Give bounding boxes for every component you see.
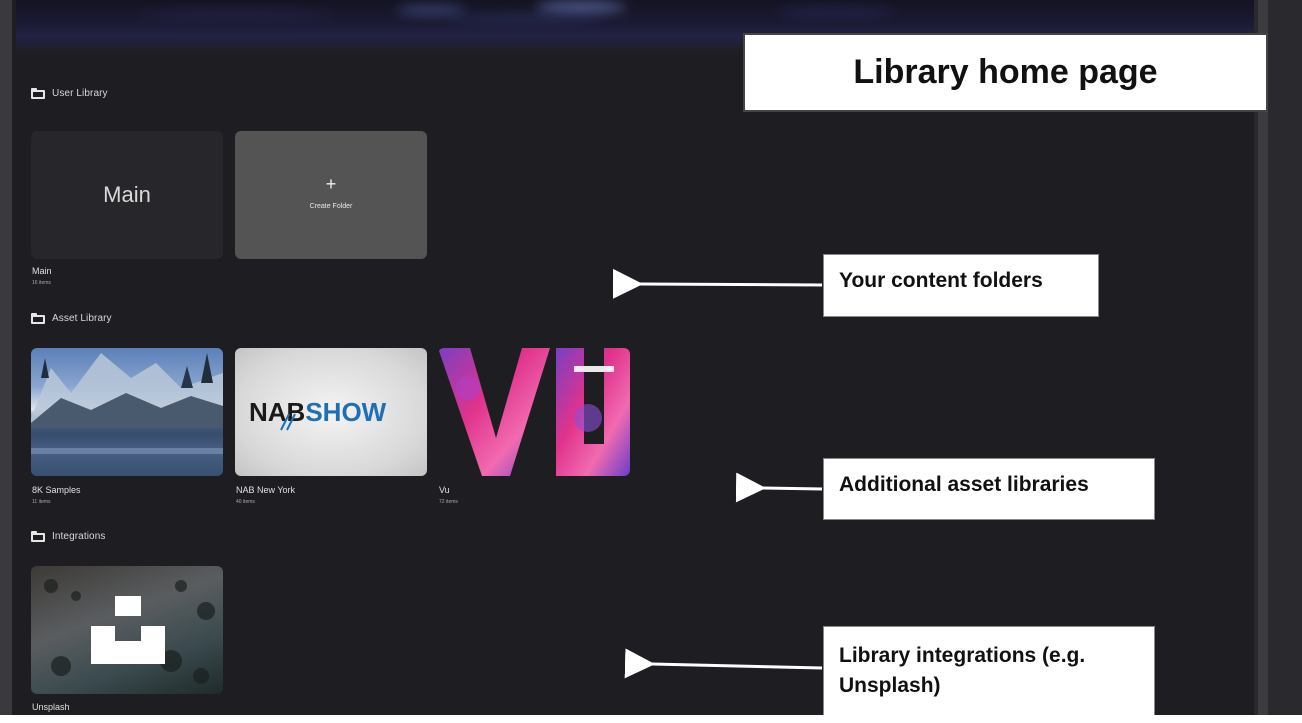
scrollbar-thumb[interactable] <box>1258 0 1268 723</box>
folder-card-main[interactable]: Main <box>31 131 223 259</box>
card-name: 8K Samples <box>32 485 81 495</box>
annotation-asset-libraries: Additional asset libraries <box>823 458 1155 520</box>
card-name: Main <box>32 266 52 276</box>
library-card-nab-new-york[interactable]: NABSHOW <box>235 348 427 476</box>
card-name: Vu <box>439 485 450 495</box>
card-name: Unsplash <box>32 702 70 712</box>
arrow-left-icon <box>612 268 823 299</box>
nab-logo-text: NABSHOW <box>249 397 387 427</box>
card-name: NAB New York <box>236 485 296 495</box>
landscape-thumbnail <box>31 353 223 476</box>
card-count: 72 items <box>439 499 458 505</box>
nab-logo: NABSHOW <box>249 397 387 431</box>
card-count: 40 items <box>236 499 255 505</box>
arrow-left-icon <box>624 648 823 679</box>
section-header-user-library: User Library <box>31 86 108 100</box>
section-title: Integrations <box>52 530 106 542</box>
card-count: 16 items <box>32 280 51 286</box>
folder-icon <box>31 530 45 542</box>
card-count: 11 items <box>32 499 51 505</box>
create-folder-button[interactable]: + Create Folder <box>235 131 427 259</box>
bottom-edge <box>0 715 1302 723</box>
library-card-vu[interactable] <box>438 348 630 476</box>
folder-icon <box>31 87 45 99</box>
arrow-left-icon <box>735 472 823 503</box>
card-thumb-text: Main <box>103 182 151 207</box>
folder-icon <box>31 312 45 324</box>
section-title: Asset Library <box>52 312 112 324</box>
library-card-8k-samples[interactable] <box>31 348 223 476</box>
create-folder-label: Create Folder <box>309 203 353 210</box>
unsplash-thumbnail <box>44 579 215 684</box>
left-edge <box>0 0 12 723</box>
unsplash-logo <box>115 596 141 616</box>
vu-logo <box>438 348 630 476</box>
annotation-integrations: Library integrations (e.g. Unsplash) <box>823 626 1155 723</box>
section-title: User Library <box>52 87 108 99</box>
annotation-content-folders: Your content folders <box>823 254 1099 317</box>
plus-icon: + <box>325 174 337 194</box>
hero-banner <box>16 0 1256 52</box>
integration-card-unsplash[interactable] <box>31 566 223 694</box>
section-header-integrations: Integrations <box>31 529 105 543</box>
annotation-title: Library home page <box>743 33 1268 112</box>
section-header-asset-library: Asset Library <box>31 311 112 325</box>
